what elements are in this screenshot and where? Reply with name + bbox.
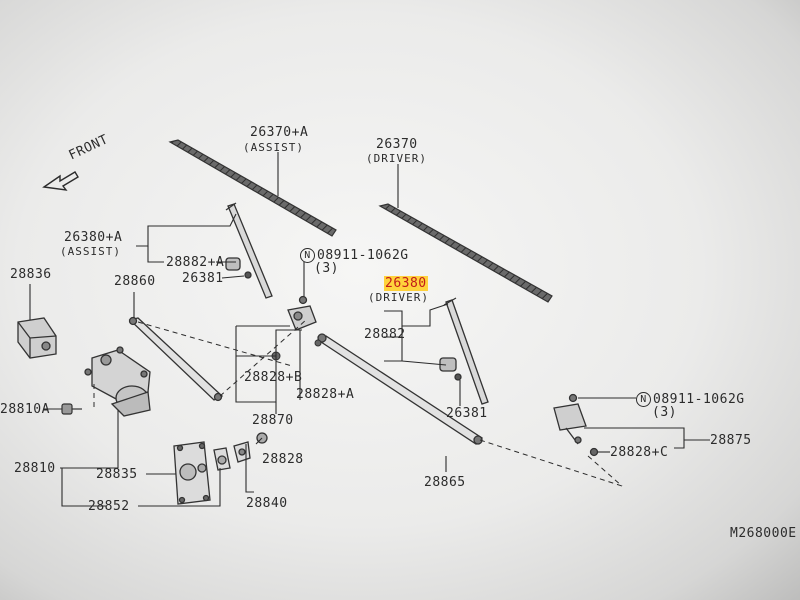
- label-28836: 28836: [10, 267, 52, 282]
- assist-wiper-blade: [168, 139, 337, 237]
- label-28840: 28840: [246, 496, 288, 511]
- bolt-28810a: [61, 403, 82, 415]
- label-28852: 28852: [88, 499, 130, 514]
- n-circle-icon: N: [636, 392, 651, 407]
- label-28810a: 28810A: [0, 402, 50, 417]
- label-28870: 28870: [252, 413, 294, 428]
- driver-wiper-arm: [439, 297, 489, 405]
- label-28828b: 28828+B: [244, 370, 303, 385]
- link-rod-28860: [128, 316, 224, 402]
- bracket-28835: [173, 441, 211, 505]
- driver-wiper-blade: [378, 203, 553, 303]
- n-circle-icon: N: [300, 248, 315, 263]
- label-28828a: 28828+A: [296, 387, 355, 402]
- label-28835: 28835: [96, 467, 138, 482]
- label-08911-right-text: 08911-1062G: [653, 392, 745, 407]
- label-26381-right: 26381: [446, 406, 488, 421]
- motor-cover-28836: [17, 317, 57, 359]
- front-arrow-icon: [42, 171, 79, 191]
- label-28810: 28810: [14, 461, 56, 476]
- nut-28828a: [314, 339, 322, 347]
- label-28860: 28860: [114, 274, 156, 289]
- label-28882: 28882: [364, 327, 406, 342]
- label-28828: 28828: [262, 452, 304, 467]
- label-26370a: 26370+A: [250, 125, 309, 140]
- label-28875: 28875: [710, 433, 752, 448]
- bushing-28840: [213, 432, 268, 471]
- assist-wiper-arm: [225, 202, 273, 299]
- label-26381-left: 26381: [182, 271, 224, 286]
- pivot-assist: [287, 295, 317, 331]
- highlighted-part-number: 26380: [384, 276, 428, 291]
- link-rod-28865: [316, 333, 484, 445]
- label-08911-right-qty: (3): [652, 405, 677, 420]
- label-26380a: 26380+A: [64, 230, 123, 245]
- label-26380a-sub: (ASSIST): [60, 245, 121, 258]
- label-28865: 28865: [424, 475, 466, 490]
- diagram-code: M268000E: [730, 526, 797, 541]
- wiper-motor-28810: [84, 346, 151, 417]
- label-26380: 26380: [384, 276, 428, 291]
- label-28828c: 28828+C: [610, 445, 669, 460]
- label-26370: 26370: [376, 137, 418, 152]
- label-28882a: 28882+A: [166, 255, 225, 270]
- label-26370a-sub: (ASSIST): [243, 141, 304, 154]
- label-08911-top-qty: (3): [314, 261, 339, 276]
- label-26380-sub: (DRIVER): [368, 291, 429, 304]
- label-26370-sub: (DRIVER): [366, 152, 427, 165]
- pivot-right: [553, 393, 599, 457]
- leader-lines: [29, 152, 710, 507]
- phantom-lines: [93, 319, 623, 487]
- label-08911-top-text: 08911-1062G: [317, 248, 409, 263]
